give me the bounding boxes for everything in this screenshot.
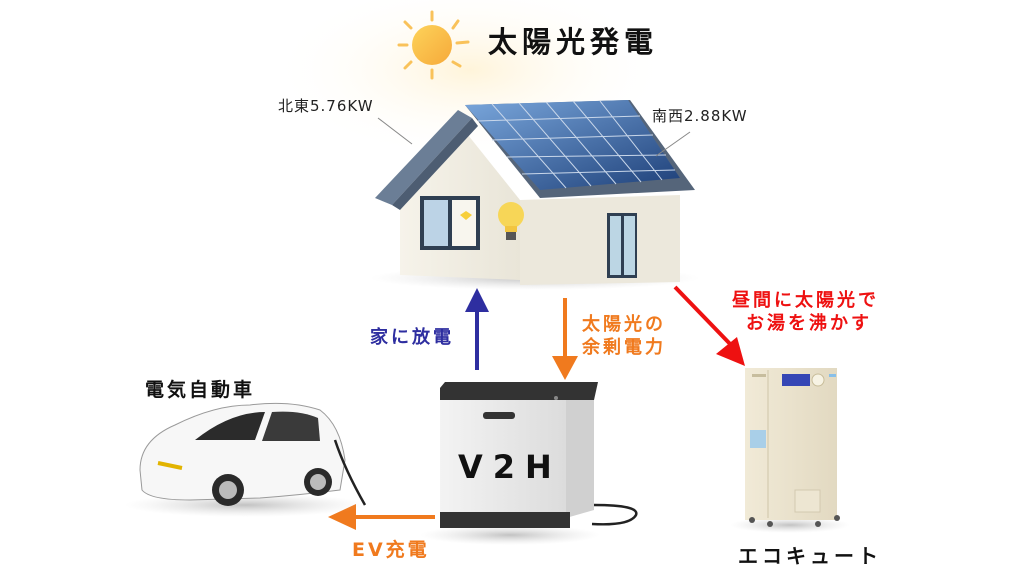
ecocute-flow-label-line1: 昼間に太陽光で	[732, 290, 879, 311]
house-illustration	[375, 100, 695, 285]
northeast-panel-capacity: 北東5.76KW	[278, 97, 374, 115]
southwest-leader-line	[655, 131, 691, 157]
home-discharge-label: 家に放電	[370, 327, 454, 348]
ecocute-flow-label-line2: お湯を沸かす	[746, 313, 872, 334]
ecocute-unit-illustration	[730, 368, 850, 533]
surplus-label-line2: 余剰電力	[582, 337, 666, 358]
ev-label: 電気自動車	[145, 379, 256, 401]
v2h-unit-illustration	[420, 382, 638, 545]
home-discharge-arrow	[465, 288, 489, 370]
ecocute-label: エコキュート	[738, 544, 882, 568]
solar-panel-icon	[465, 100, 680, 190]
southwest-panel-capacity: 南西2.88KW	[652, 107, 748, 125]
diagram-title: 太陽光発電	[488, 25, 659, 59]
ecocute-arrow	[673, 285, 745, 366]
lightbulb-icon	[498, 202, 524, 240]
northeast-leader-line	[377, 117, 413, 145]
v2h-label: V2H	[458, 448, 562, 486]
surplus-arrow	[552, 298, 578, 380]
sun-icon	[397, 10, 470, 80]
ev-charge-label: EV充電	[352, 539, 430, 561]
surplus-label-line1: 太陽光の	[582, 314, 666, 335]
ev-car-illustration	[125, 402, 367, 517]
